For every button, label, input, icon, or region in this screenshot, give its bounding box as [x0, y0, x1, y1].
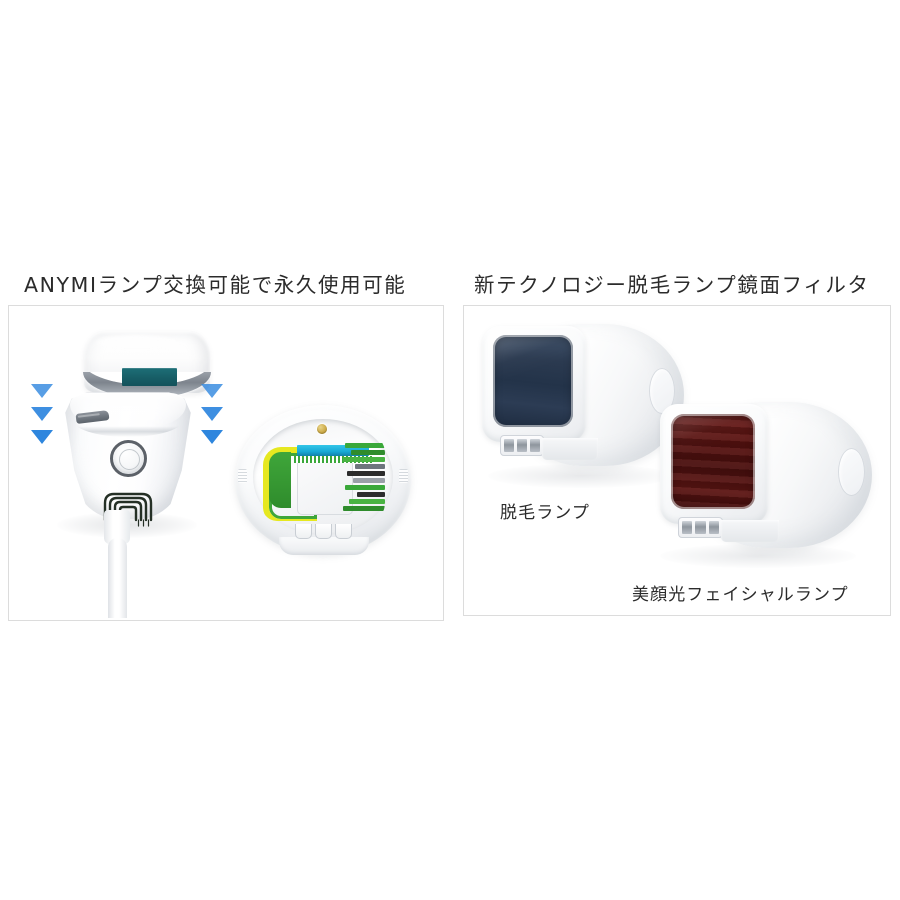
facial-lamp-filter-window	[671, 414, 755, 509]
contact-pin	[504, 438, 514, 452]
pcb-fin	[351, 450, 385, 455]
pcb-fin	[343, 457, 385, 462]
arrow-down-icon	[201, 430, 223, 444]
pcb-yellow-trace	[263, 447, 317, 521]
pcb-fin	[355, 464, 385, 469]
cartridge-screw	[317, 424, 327, 434]
pcb-fin	[357, 492, 385, 497]
contact-pin	[708, 520, 719, 534]
power-cable	[108, 538, 127, 618]
attach-arrows-right	[201, 384, 223, 453]
right-panel-heading: 新テクノロジー脱毛ランプ鏡面フィルタ	[474, 273, 870, 297]
cartridge-notch-left	[238, 469, 247, 483]
hair-lamp-foot	[542, 438, 598, 460]
pcb-center-plate	[297, 457, 353, 515]
facial-lamp-caption: 美顔光フェイシャルランプ	[632, 585, 849, 605]
facial-lamp-foot	[721, 520, 779, 542]
arrow-down-icon	[201, 384, 223, 398]
arrow-down-icon	[201, 407, 223, 421]
pcb-fin	[345, 485, 385, 490]
handpiece-seam	[72, 419, 184, 437]
hair-lamp-caption: 脱毛ランプ	[500, 503, 590, 523]
pcb-green-board	[269, 452, 291, 508]
pcb-fin	[347, 471, 385, 476]
contact-tab	[294, 524, 312, 539]
contact-pin	[695, 520, 706, 534]
ipl-handpiece	[64, 391, 192, 527]
hair-lamp-filter-window	[493, 335, 573, 427]
hair-lamp-contacts	[500, 435, 544, 456]
pcb-fin	[353, 478, 385, 483]
cartridge-contact-tabs	[289, 524, 357, 546]
pcb-connector-pins	[294, 456, 372, 463]
pcb-connector-bar	[297, 445, 369, 456]
cartridge-chin	[279, 537, 369, 555]
power-button[interactable]	[110, 440, 147, 477]
pcb-fin	[343, 506, 385, 511]
pcb-fin	[345, 443, 385, 448]
facial-lamp-rear-cap	[838, 448, 865, 496]
arrow-down-icon	[31, 407, 53, 421]
attach-arrows-left	[31, 384, 53, 453]
arrow-down-icon	[31, 384, 53, 398]
facial-lamp-contacts	[678, 517, 723, 538]
contact-tab	[314, 524, 332, 539]
left-feature-panel	[8, 305, 444, 621]
contact-pin	[530, 438, 540, 452]
pcb-fin	[349, 499, 385, 504]
contact-pin	[517, 438, 527, 452]
hair-lamp-shadow	[488, 464, 673, 488]
pcb-fin-array	[341, 439, 385, 519]
cartridge-pcb	[261, 435, 385, 521]
contact-tab	[334, 524, 352, 539]
cartridge-notch-right	[399, 469, 408, 483]
facial-lamp-shadow	[660, 544, 856, 568]
cartridge-filter-band	[122, 368, 177, 386]
lamp-cartridge-interior	[231, 401, 415, 571]
right-feature-panel: 脱毛ランプ 美顔光フェイシャルランプ	[463, 305, 891, 616]
contact-pin	[682, 520, 693, 534]
left-panel-heading: ANYMIランプ交換可能で永久使用可能	[24, 273, 407, 297]
arrow-down-icon	[31, 430, 53, 444]
